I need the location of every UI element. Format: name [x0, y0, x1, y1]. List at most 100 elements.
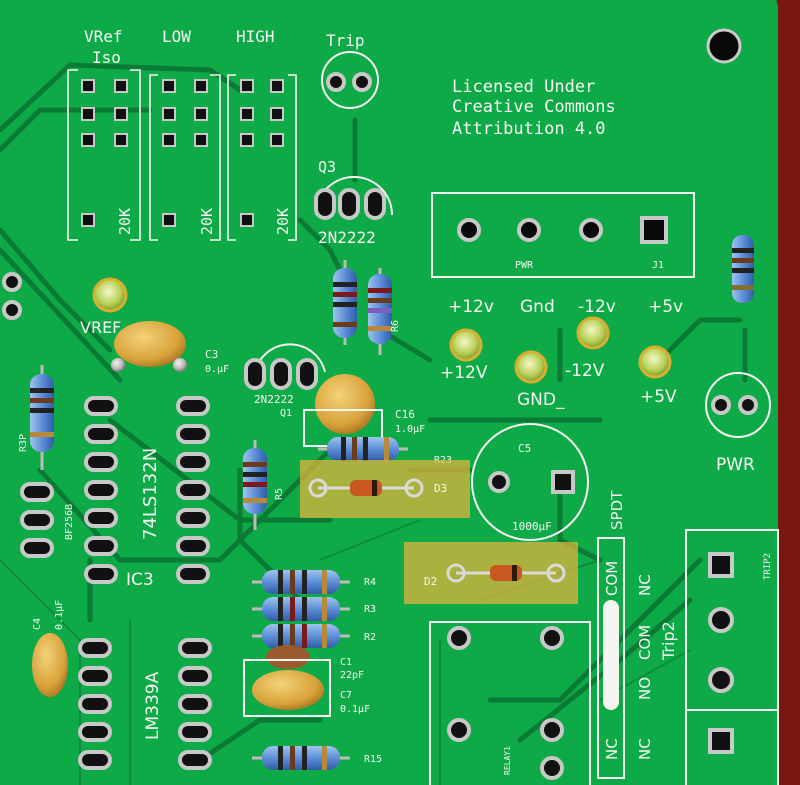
label-trip: Trip	[326, 31, 365, 50]
background-edge	[778, 0, 800, 785]
label-c3: C3	[205, 348, 218, 361]
resistor-r4	[252, 570, 350, 594]
trip-led-pad-a	[326, 72, 346, 92]
capacitor-c7	[252, 670, 324, 710]
label-d2: D2	[424, 575, 437, 588]
c5-outline	[471, 423, 589, 541]
trip-led-pad-b	[352, 72, 372, 92]
j1-pads	[457, 216, 668, 244]
label-c16: C16	[395, 408, 415, 421]
pwr-led-pad-b	[738, 395, 758, 415]
resistor-r2	[252, 624, 350, 648]
label-j1: J1	[652, 260, 664, 271]
resistor-right-bands	[732, 248, 754, 290]
q3-pad-3	[364, 188, 386, 220]
label-lm339a: LM339A	[143, 671, 163, 740]
label-j1-pwr: PWR	[515, 260, 534, 271]
capacitor-c4	[32, 633, 68, 697]
resistor-vertical-left	[30, 365, 54, 470]
j1-outline	[431, 192, 695, 278]
label-nc3: NC	[636, 738, 654, 760]
resistor-r3	[252, 597, 350, 621]
license-line-2: Creative Commons	[452, 97, 616, 117]
label-minus12-bot: -12V	[565, 361, 605, 381]
pwr-led-pad-a	[711, 395, 731, 415]
pot-value-low: 20K	[198, 208, 216, 235]
label-high: HIGH	[236, 27, 275, 46]
resistor-vertical-r6	[368, 268, 392, 355]
label-r3p: R3P	[18, 434, 29, 452]
q1-pad-2	[270, 358, 292, 390]
label-nc: NC	[636, 574, 654, 596]
q3-pad-1	[314, 188, 336, 220]
c3-pad-b	[173, 358, 187, 372]
label-r5: R5	[274, 488, 285, 500]
switch-slot	[603, 600, 619, 710]
q1-pad-1	[244, 358, 266, 390]
connector-lower-outline	[685, 709, 779, 785]
c5-pad-a	[488, 471, 510, 493]
resistor-vertical-r5	[243, 440, 267, 530]
label-com2: COM	[636, 625, 654, 660]
bf256b-pads	[20, 482, 54, 558]
label-vref-led: VREF	[80, 318, 121, 337]
relay-pads	[447, 626, 564, 780]
license-line-3: Attribution 4.0	[452, 119, 606, 139]
label-74ls132n: 74LS132N	[140, 448, 161, 540]
label-plus5-bot: +5V	[640, 387, 677, 407]
label-minus12-top: -12v	[578, 297, 616, 317]
label-d3: D3	[434, 482, 447, 495]
label-no: NO	[636, 677, 654, 700]
label-c4-val: 0.1µF	[54, 600, 65, 630]
capacitor-c1	[266, 645, 310, 669]
label-ic3: IC3	[126, 570, 154, 590]
label-c7: C7	[340, 690, 352, 701]
label-iso: Iso	[92, 48, 121, 67]
label-trip2-connector: TRIP2	[763, 553, 773, 580]
label-pwr-led: PWR	[716, 455, 755, 475]
label-c16-val: 1.0µF	[395, 424, 425, 435]
pwr-led-outline	[705, 372, 771, 438]
capacitor-c16	[315, 374, 375, 434]
label-c1-val: 22pF	[340, 670, 364, 681]
lm339-pads	[78, 638, 212, 770]
pot-value-vref: 20K	[116, 208, 134, 235]
pcb-board	[0, 0, 778, 785]
capacitor-c3	[114, 321, 186, 367]
label-trip2: Trip2	[659, 621, 678, 661]
label-c1: C1	[340, 657, 352, 668]
label-com: COM	[603, 561, 621, 596]
c5-pad-b	[551, 470, 575, 494]
resistor-vertical-a	[333, 260, 357, 345]
label-low: LOW	[162, 27, 191, 46]
label-relay: RELAY1	[503, 746, 512, 775]
label-gnd-bot: GND_	[517, 390, 565, 410]
label-r3: R3	[364, 604, 376, 615]
label-c5: C5	[518, 442, 531, 455]
resistor-r23	[318, 437, 408, 461]
mounting-hole	[706, 28, 742, 64]
c3-pad-a	[111, 358, 125, 372]
label-r15: R15	[364, 754, 382, 765]
label-q3: Q3	[318, 158, 336, 176]
label-nc2: NC	[603, 738, 621, 760]
label-c7-val: 0.1µF	[340, 704, 370, 715]
diode-d2	[446, 563, 566, 583]
label-c5-val: 1000µF	[512, 520, 552, 533]
resistor-r15	[252, 746, 350, 770]
trimmer-pads	[81, 79, 284, 227]
label-q3-part: 2N2222	[318, 228, 376, 247]
trimmer-footprints	[67, 69, 297, 241]
trip-led-outline	[321, 51, 379, 109]
label-r2: R2	[364, 632, 376, 643]
ic3-pads	[84, 396, 210, 584]
label-plus5-top: +5v	[648, 297, 683, 317]
label-r6: R6	[390, 320, 401, 332]
pot-value-high: 20K	[274, 208, 292, 235]
edge-pads	[2, 272, 22, 320]
label-gnd-top: Gnd	[520, 297, 555, 317]
q1-pad-3	[296, 358, 318, 390]
label-q1: Q1	[280, 408, 292, 419]
label-plus12-bot: +12V	[440, 363, 488, 383]
